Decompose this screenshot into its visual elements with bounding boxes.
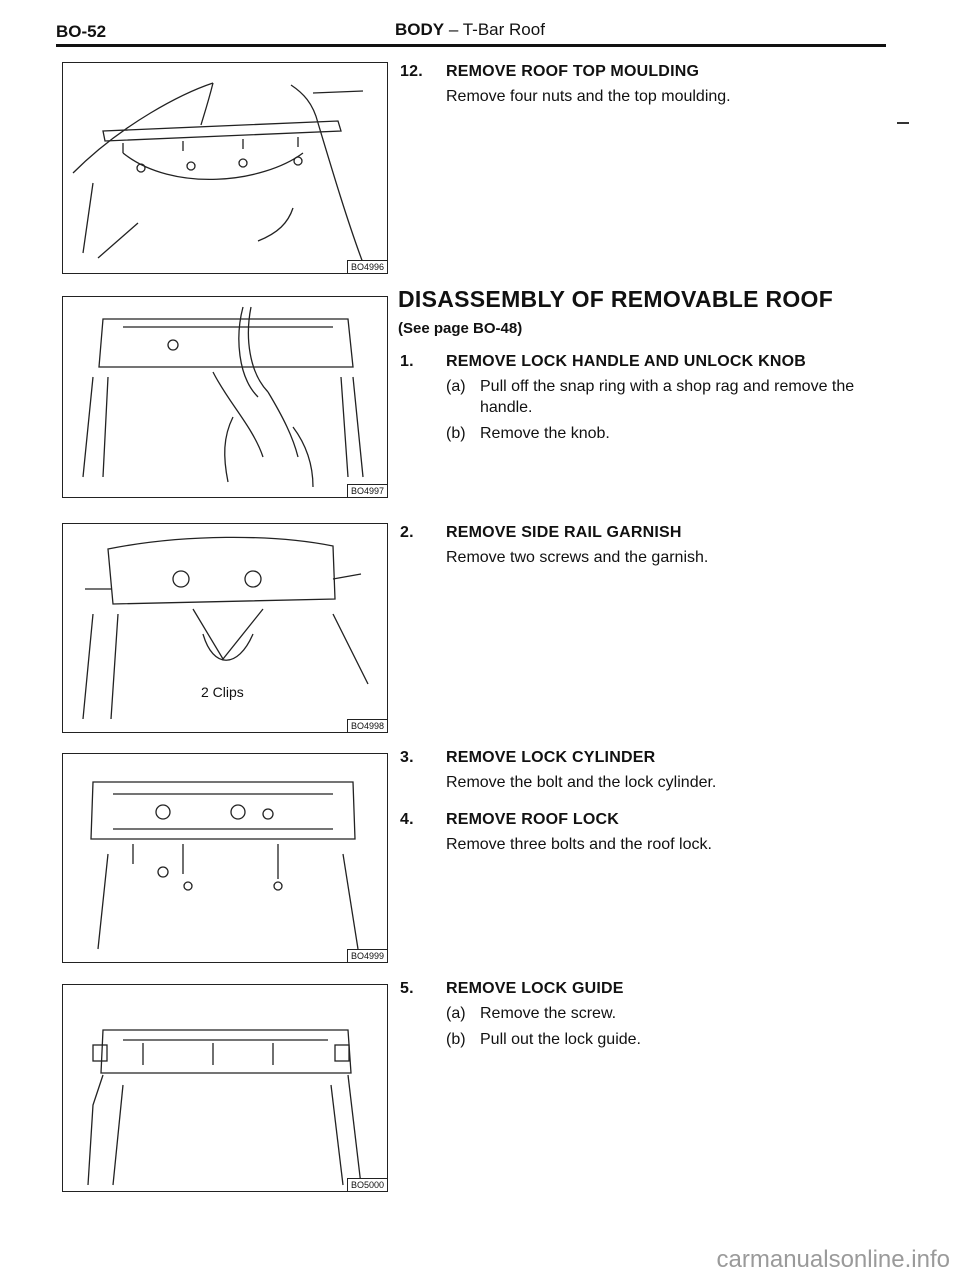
step-number: 12. [400,63,423,80]
header-dash: – [448,20,463,39]
header-section: BODY [395,20,445,39]
substep: (b) Remove the knob. [446,423,890,444]
substep-marker: (b) [446,425,466,442]
step-number: 3. [400,749,414,766]
figure-lock-guide: BO5000 [62,984,388,1192]
figure-code: BO4997 [346,484,387,497]
step-12: 12. REMOVE ROOF TOP MOULDING Remove four … [400,63,890,107]
step-heading: REMOVE LOCK CYLINDER [446,749,656,766]
substep: (b) Pull out the lock guide. [446,1029,890,1050]
figure-roof-lock: BO4999 [62,753,388,963]
step-body: Remove two screws and the garnish. [446,549,709,566]
page-header-title: BODY – T-Bar Roof [395,20,545,40]
lock-guide-illustration [87,1029,362,1186]
step-number: 2. [400,524,414,541]
header-rule [56,44,886,47]
substep-text: Remove the knob. [480,425,610,442]
step-heading: REMOVE LOCK HANDLE AND UNLOCK KNOB [446,353,806,370]
step-2: 2. REMOVE SIDE RAIL GARNISH Remove two sc… [400,524,890,568]
step-body: Remove four nuts and the top moulding. [446,88,731,105]
figure-side-rail-garnish: 2 Clips BO4998 [62,523,388,733]
figure-roof-top-moulding: BO4996 [62,62,388,274]
step-3: 3. REMOVE LOCK CYLINDER Remove the bolt a… [400,749,890,793]
lock-handle-illustration [82,306,364,488]
clips-callout: 2 Clips [201,684,244,700]
step-4: 4. REMOVE ROOF LOCK Remove three bolts an… [400,811,890,855]
step-number: 1. [400,353,414,370]
step-body: Remove three bolts and the roof lock. [446,836,712,853]
header-subsection: T-Bar Roof [462,20,545,39]
figure-code: BO5000 [346,1178,387,1191]
substep-marker: (a) [446,1005,466,1022]
step-body: Remove the bolt and the lock cylinder. [446,774,717,791]
figure-code: BO4998 [346,719,387,732]
step-title: 5. REMOVE LOCK GUIDE [400,980,890,998]
step-title: 3. REMOVE LOCK CYLINDER [400,749,890,767]
step-heading: REMOVE ROOF TOP MOULDING [446,63,700,80]
substep-text: Pull off the snap ring with a shop rag a… [480,378,855,416]
step-title: 4. REMOVE ROOF LOCK [400,811,890,829]
step-title: 1. REMOVE LOCK HANDLE AND UNLOCK KNOB [400,353,890,371]
roof-lock-illustration [90,781,359,950]
step-1: 1. REMOVE LOCK HANDLE AND UNLOCK KNOB (a)… [400,353,890,444]
see-page-reference: (See page BO-48) [398,320,523,337]
figure-code: BO4999 [346,949,387,962]
step-heading: REMOVE SIDE RAIL GARNISH [446,524,682,541]
section-heading: DISASSEMBLY OF REMOVABLE ROOF [398,286,834,312]
substep-text: Remove the screw. [480,1005,617,1022]
step-title: 2. REMOVE SIDE RAIL GARNISH [400,524,890,542]
step-heading: REMOVE LOCK GUIDE [446,980,624,997]
side-rail-garnish-illustration [82,536,369,720]
figure-lock-handle: BO4997 [62,296,388,498]
roof-moulding-illustration [72,82,364,264]
site-watermark: carmanualsonline.info [716,1246,950,1273]
substep: (a) Remove the screw. [446,1003,890,1024]
page-number: BO-52 [56,22,107,41]
step-number: 4. [400,811,414,828]
figure-code: BO4996 [346,260,387,273]
substep: (a) Pull off the snap ring with a shop r… [446,376,890,418]
substep-text: Pull out the lock guide. [480,1031,641,1048]
step-title: 12. REMOVE ROOF TOP MOULDING [400,63,890,81]
stray-mark [897,122,909,124]
substep-marker: (b) [446,1031,466,1048]
step-number: 5. [400,980,414,997]
substep-marker: (a) [446,378,466,395]
step-5: 5. REMOVE LOCK GUIDE (a) Remove the screw… [400,980,890,1050]
step-heading: REMOVE ROOF LOCK [446,811,619,828]
